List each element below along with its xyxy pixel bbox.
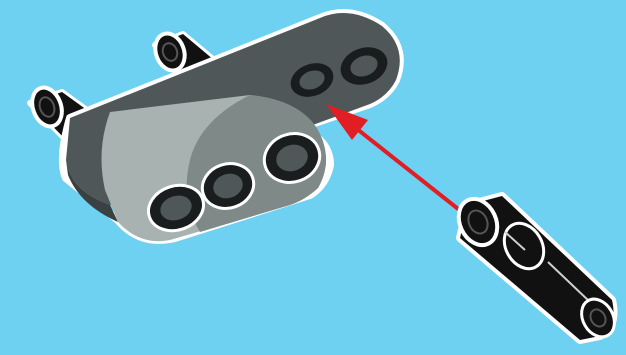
instruction-diagram xyxy=(0,0,626,355)
assembly-scene xyxy=(0,0,626,355)
